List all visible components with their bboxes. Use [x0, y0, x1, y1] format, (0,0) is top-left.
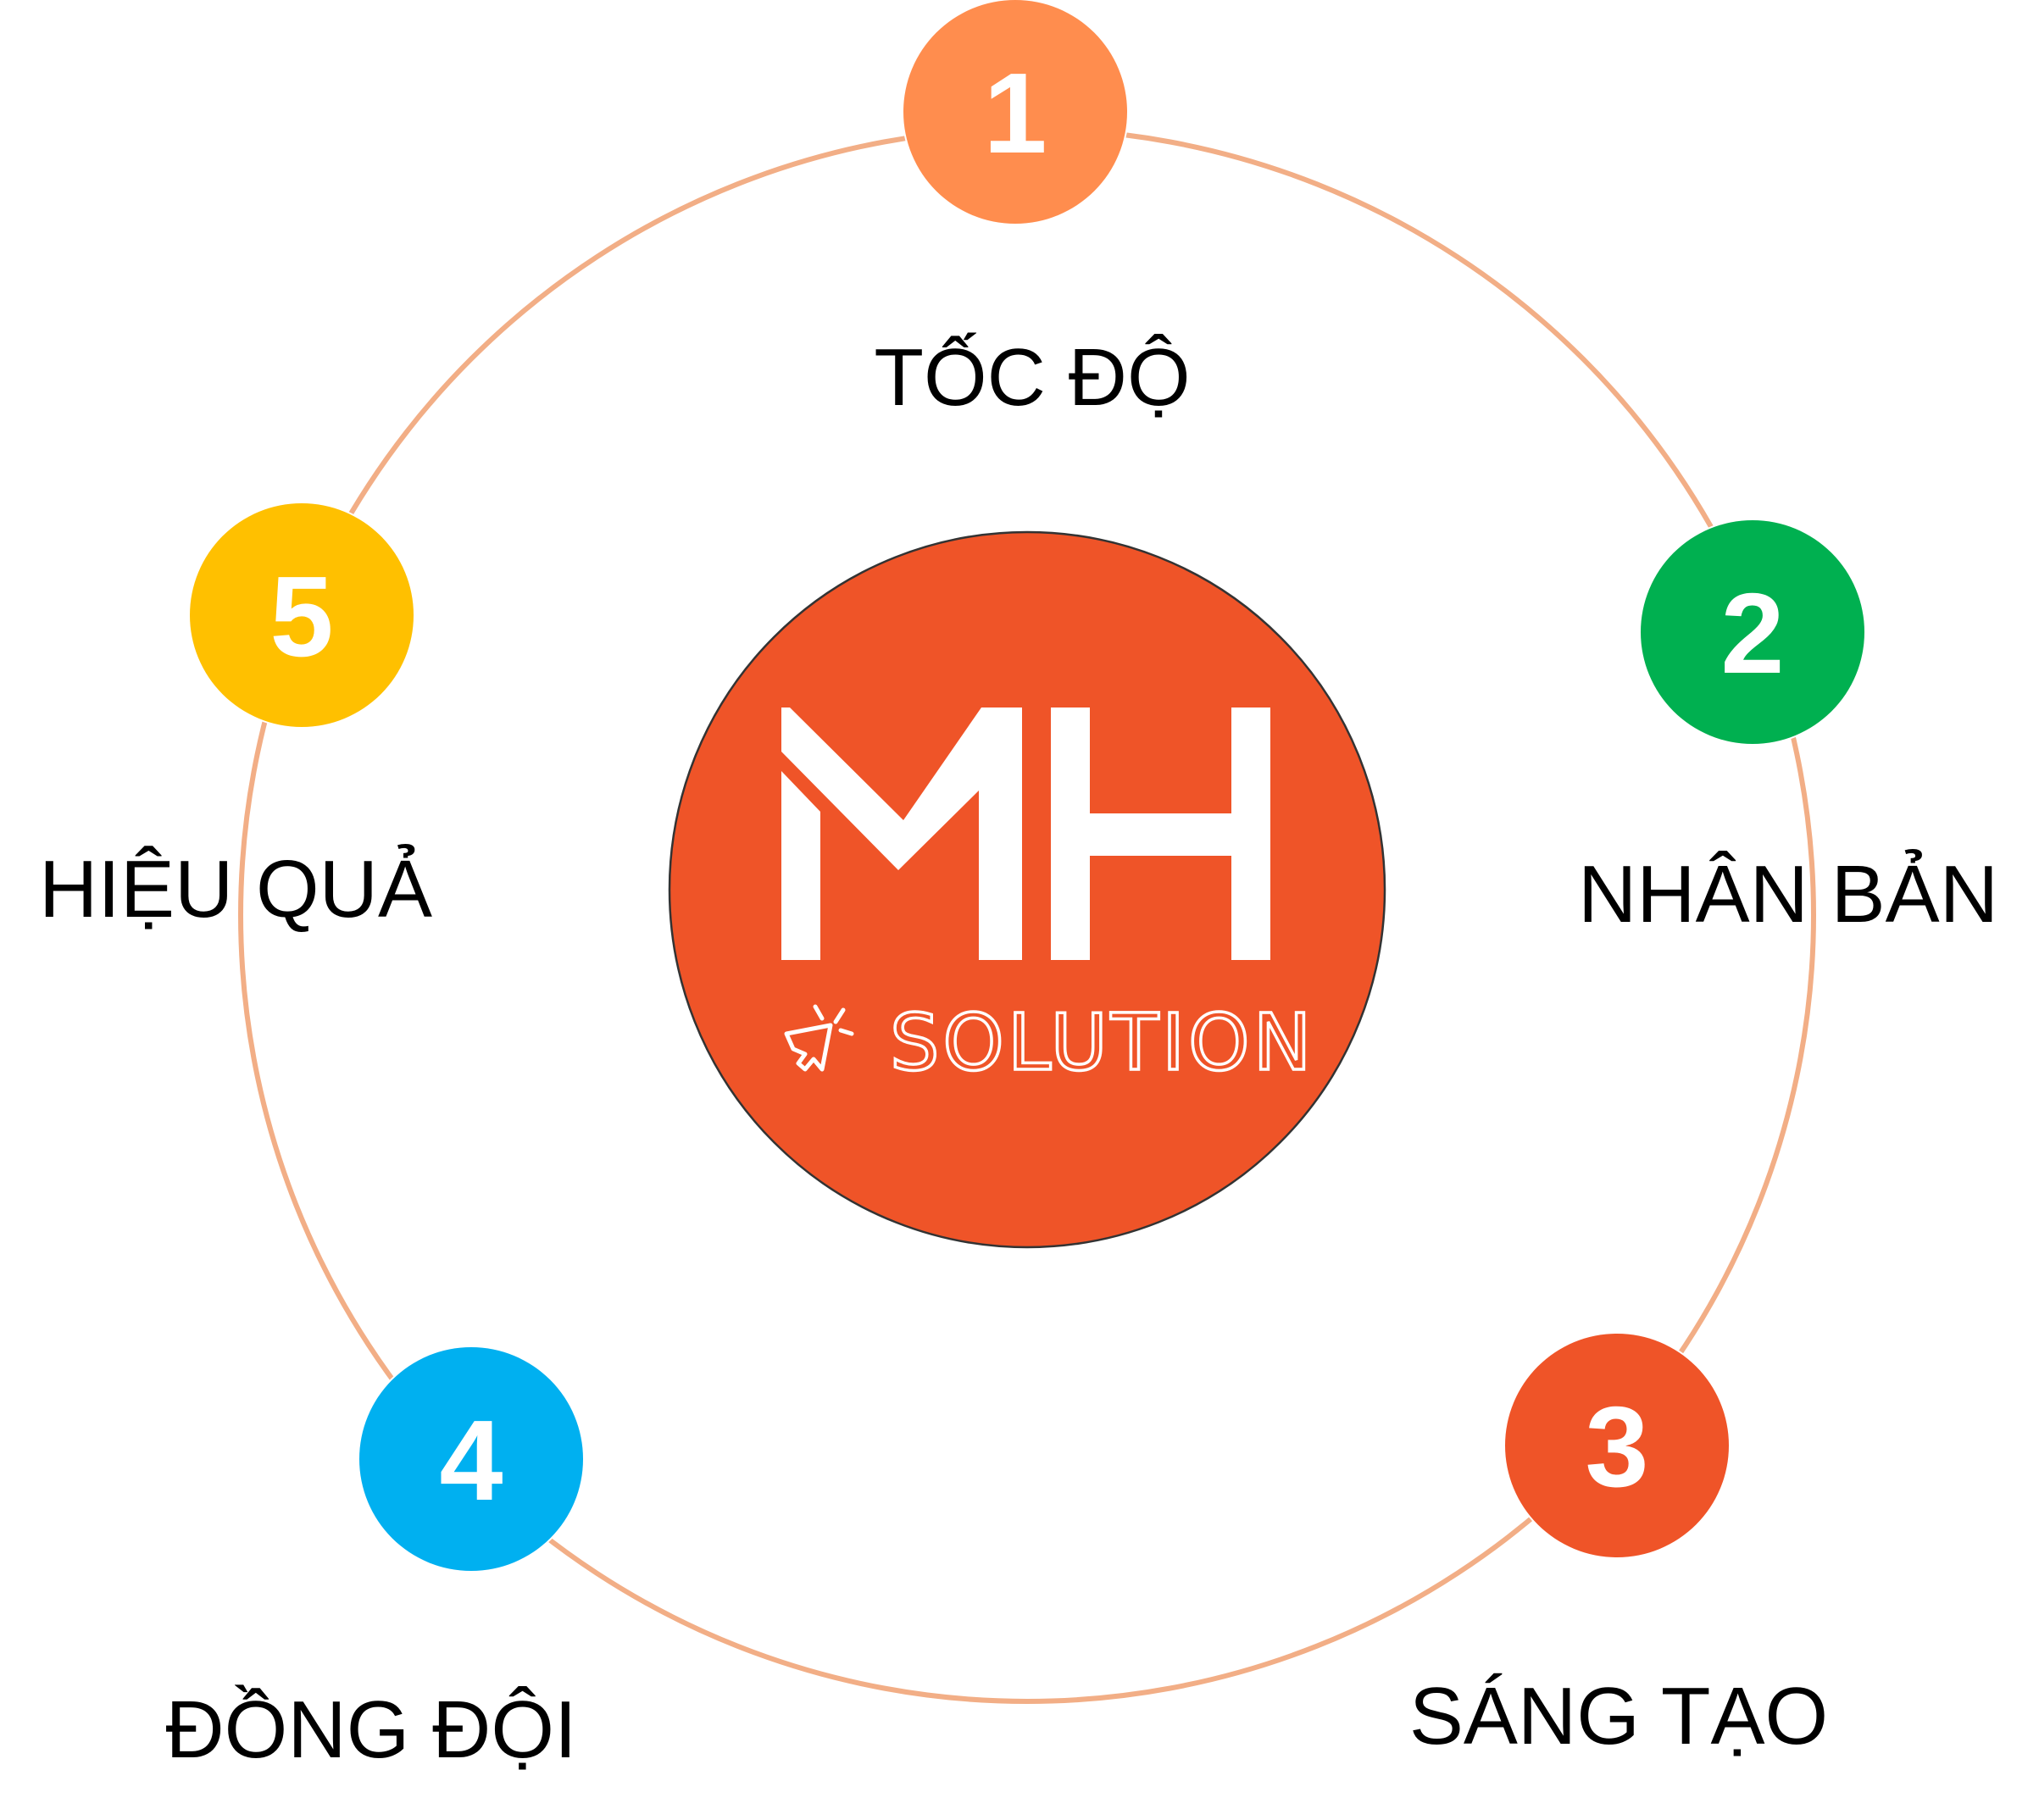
step-node-circle — [1641, 520, 1864, 744]
step-node-circle — [190, 503, 414, 727]
logo-subtitle: SOLUTION — [890, 997, 1314, 1088]
step-number: 5 — [269, 552, 333, 680]
step-label: SÁNG TẠO — [1409, 1671, 1828, 1762]
step-number: 2 — [1720, 569, 1784, 697]
mh-monogram — [781, 707, 1270, 960]
step-node-circle — [903, 0, 1127, 224]
step-label: TỐC ĐỘ — [874, 331, 1190, 423]
step-label: ĐỒNG ĐỘI — [165, 1684, 576, 1775]
step-node-circle — [359, 1347, 583, 1571]
center-circle-border — [668, 530, 1386, 1249]
step-number: 4 — [439, 1396, 503, 1524]
center-logo: SOLUTION — [668, 530, 1386, 1249]
step-node-circle — [1505, 1334, 1729, 1557]
step-label: HIỆU QUẢ — [39, 844, 432, 935]
step-number: 3 — [1585, 1383, 1648, 1511]
center-circle — [669, 532, 1385, 1247]
step-number: 1 — [983, 49, 1047, 177]
cursor-click-icon — [784, 1004, 854, 1072]
step-label: NHÂN BẢN — [1578, 849, 1998, 940]
